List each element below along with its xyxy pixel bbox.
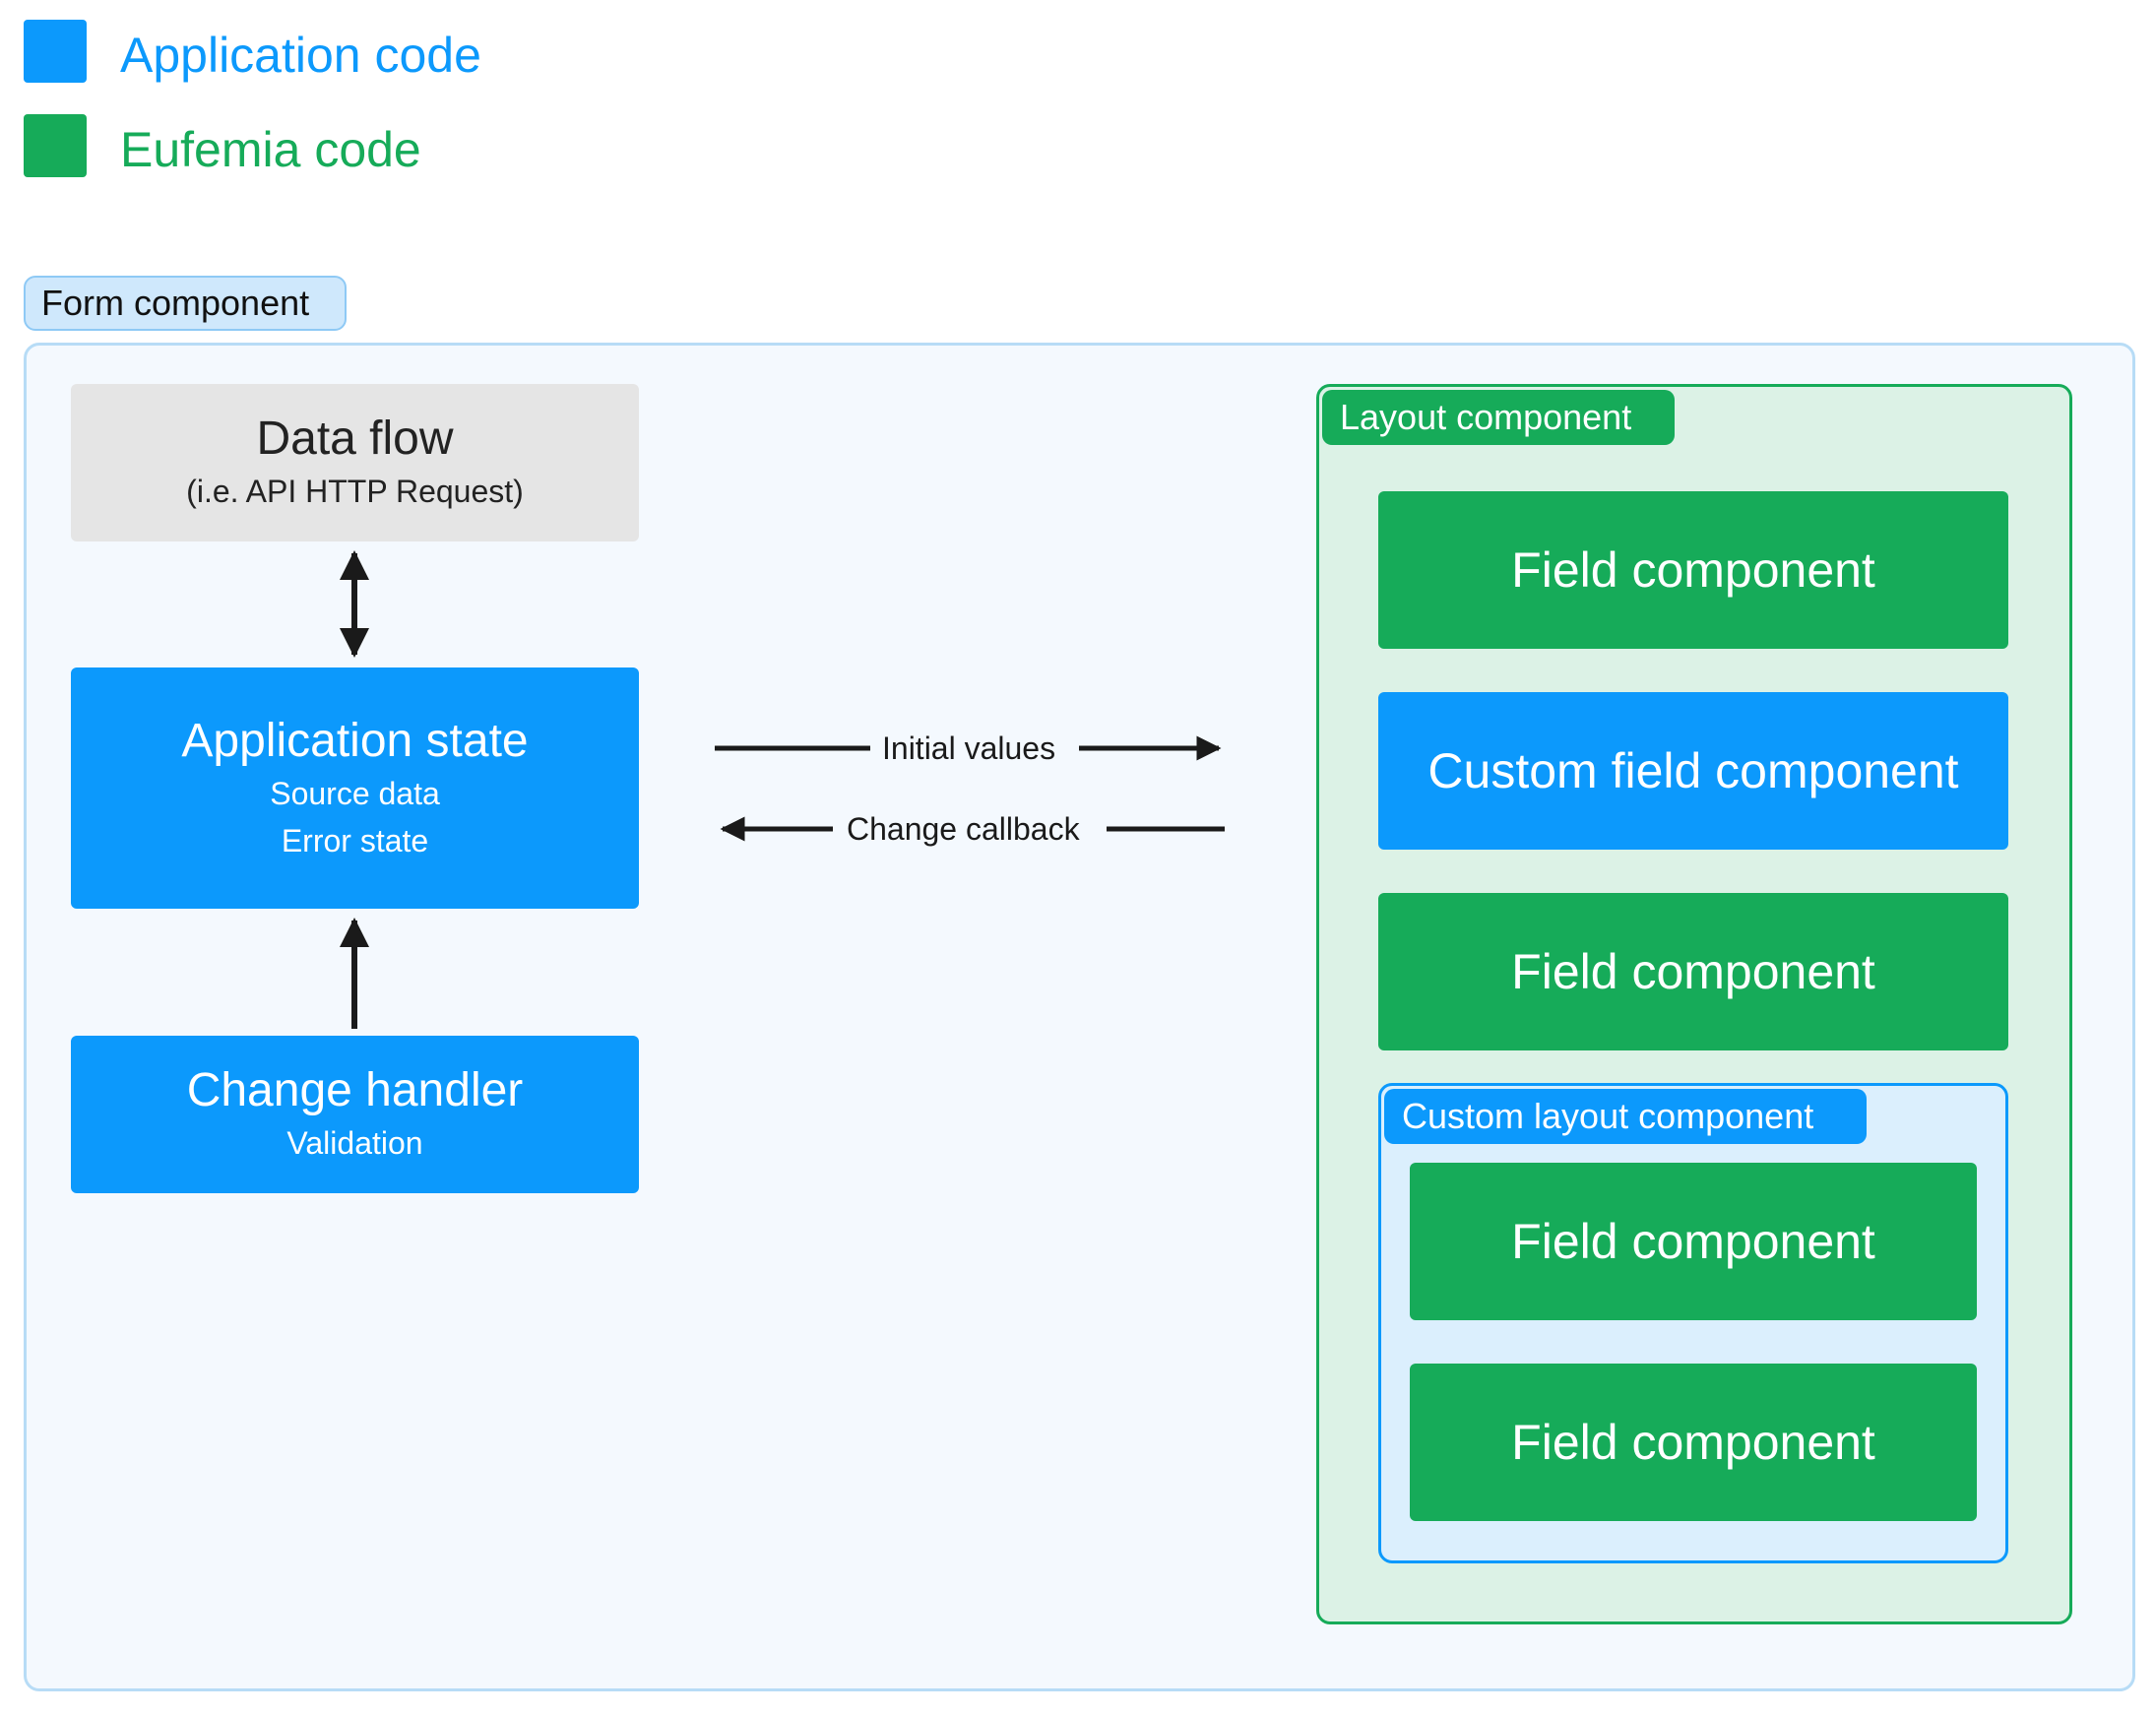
form-component-tag: Form component (24, 276, 347, 331)
legend-label-eufemia: Eufemia code (120, 122, 421, 177)
field-component: Field component (1410, 1163, 1977, 1320)
application-state-source-data: Source data (270, 775, 440, 811)
application-state-box: Application state Source data Error stat… (71, 667, 639, 909)
application-state-title: Application state (181, 714, 529, 767)
custom-field-component-label: Custom field component (1427, 743, 1959, 798)
change-handler-title: Change handler (186, 1064, 524, 1116)
legend-label-application: Application code (120, 28, 481, 83)
layout-component-tag: Layout component (1322, 390, 1675, 445)
field-component-label: Field component (1511, 944, 1875, 999)
application-state-error-state: Error state (281, 822, 429, 858)
field-component: Field component (1378, 491, 2008, 649)
legend-swatch-application (24, 20, 87, 83)
data-flow-subtitle: (i.e. API HTTP Request) (186, 474, 524, 509)
field-component-label: Field component (1511, 1415, 1875, 1470)
field-component: Field component (1410, 1364, 1977, 1521)
custom-field-component: Custom field component (1378, 692, 2008, 850)
change-handler-box: Change handler Validation (71, 1036, 639, 1193)
field-component-label: Field component (1511, 1214, 1875, 1269)
initial-values-label: Initial values (882, 731, 1056, 766)
data-flow-title: Data flow (256, 413, 454, 465)
custom-layout-component-tag: Custom layout component (1384, 1089, 1867, 1144)
legend-swatch-eufemia (24, 114, 87, 177)
change-callback-label: Change callback (847, 811, 1080, 847)
field-component: Field component (1378, 893, 2008, 1050)
change-handler-subtitle: Validation (286, 1125, 423, 1161)
data-flow-box: Data flow (i.e. API HTTP Request) (71, 384, 639, 541)
field-component-label: Field component (1511, 542, 1875, 598)
